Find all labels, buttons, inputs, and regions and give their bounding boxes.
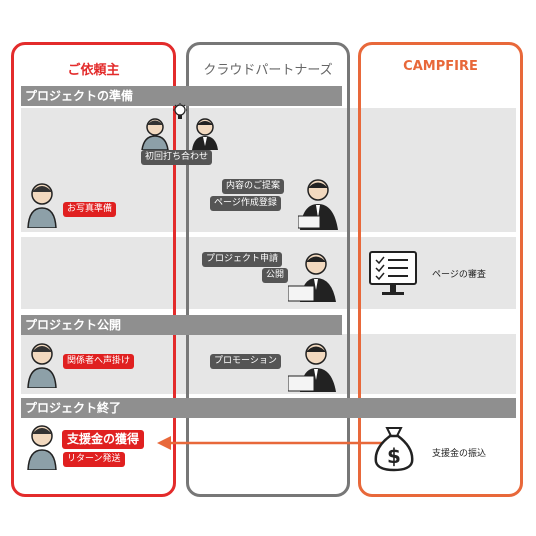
label-first-meeting: 初回打ち合わせ [141, 150, 213, 165]
client-person-icon [26, 340, 58, 388]
phase-bar-publish: プロジェクト公開 [21, 315, 342, 335]
label-page-review: ページの審査 [432, 270, 486, 280]
client-person-icon [26, 422, 58, 470]
column-title-client: ご依頼主 [67, 63, 120, 78]
phase-bar-end: プロジェクト終了 [21, 398, 516, 418]
column-partner: クラウドパートナーズ [186, 42, 350, 497]
label-stakeholders: 関係者へ声掛け [63, 354, 135, 369]
label-get-support: 支援金の獲得 [62, 430, 145, 449]
phase-bar-prep: プロジェクトの準備 [21, 86, 342, 106]
partner-person-laptop-icon [288, 250, 338, 302]
partner-person-icon [190, 116, 220, 150]
label-project-apply: プロジェクト申請 [202, 252, 283, 267]
svg-text:$: $ [387, 444, 401, 468]
monitor-checklist-icon [368, 250, 418, 298]
label-photo-prep: お写真準備 [63, 202, 117, 217]
label-transfer: 支援金の振込 [432, 449, 487, 459]
column-title-campfire: CAMPFIRE [403, 59, 478, 74]
label-reward-ship: リターン発送 [63, 452, 125, 467]
lightbulb-icon [173, 103, 187, 123]
transfer-arrow [157, 436, 383, 450]
partner-person-laptop-icon [288, 340, 338, 392]
label-promotion: プロモーション [210, 354, 281, 369]
label-publish: 公開 [262, 268, 289, 283]
partner-person-laptop-icon [298, 176, 342, 230]
label-content-proposal: 内容のご提案 [222, 179, 285, 194]
client-person-icon [26, 180, 58, 228]
money-bag-icon: $ [372, 424, 416, 472]
column-campfire: CAMPFIRE [358, 42, 523, 497]
client-person-icon [140, 116, 170, 150]
column-client: ご依頼主 [11, 42, 176, 497]
column-title-partner: クラウドパートナーズ [203, 63, 333, 78]
label-page-create: ページ作成登録 [210, 196, 281, 211]
